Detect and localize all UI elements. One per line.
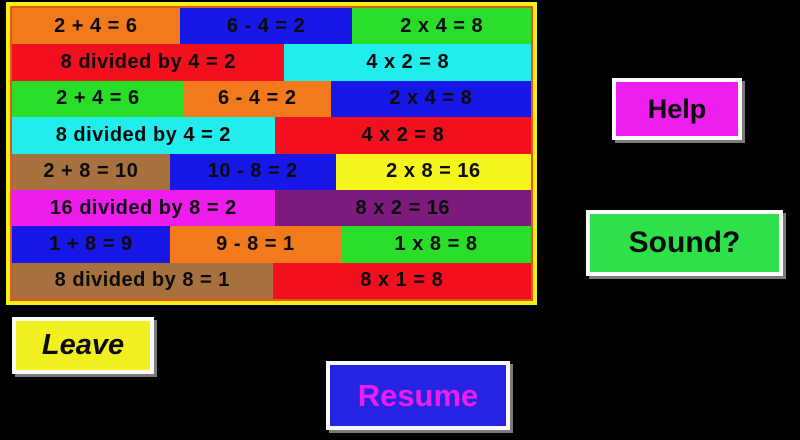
equation-cell: 6 - 4 = 2 (183, 80, 331, 118)
equation-cell: 10 - 8 = 2 (169, 153, 336, 190)
help-button[interactable]: Help (612, 78, 742, 140)
equation-cell: 16 divided by 8 = 2 (12, 189, 275, 227)
equation-cell: 2 + 4 = 6 (12, 80, 184, 118)
equation-cell: 8 x 2 = 16 (274, 189, 531, 227)
equation-cell: 8 x 1 = 8 (272, 262, 531, 299)
resume-button[interactable]: Resume (326, 361, 510, 430)
equation-cell: 8 divided by 4 = 2 (12, 44, 285, 81)
equation-cell: 8 divided by 4 = 2 (12, 117, 275, 154)
equation-cell: 4 x 2 = 8 (284, 44, 531, 81)
equation-cell: 4 x 2 = 8 (274, 117, 531, 154)
equation-cell: 2 + 4 = 6 (12, 8, 180, 45)
equation-cell: 2 x 4 = 8 (330, 80, 531, 118)
equation-cell: 2 x 8 = 16 (335, 153, 531, 190)
equation-cell: 8 divided by 8 = 1 (12, 262, 273, 299)
equation-cell: 2 + 8 = 10 (12, 153, 170, 190)
equation-cell: 1 + 8 = 9 (12, 226, 170, 263)
equation-cell: 9 - 8 = 1 (169, 226, 342, 263)
sound-button[interactable]: Sound? (586, 210, 783, 276)
equation-cell: 1 x 8 = 8 (341, 226, 531, 263)
equation-cell: 6 - 4 = 2 (179, 8, 353, 45)
leave-button[interactable]: Leave (12, 317, 154, 374)
equation-cell: 2 x 4 = 8 (352, 8, 531, 45)
